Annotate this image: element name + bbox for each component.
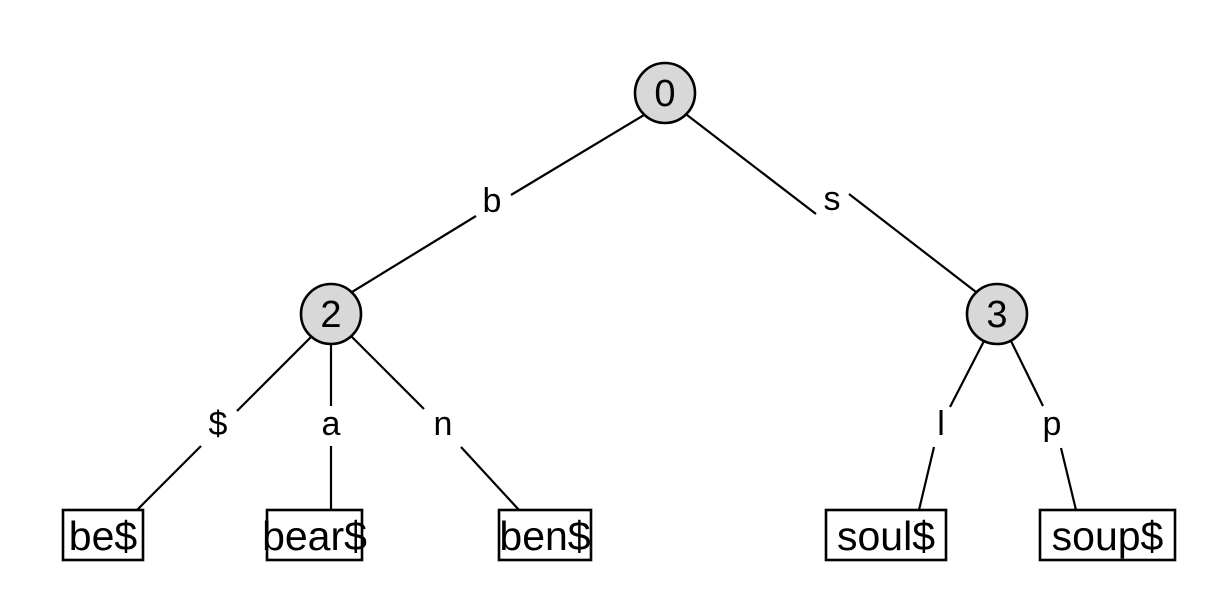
- edge-segment-upper: [351, 336, 425, 410]
- node-label: 0: [654, 73, 675, 115]
- edge-label: p: [1043, 405, 1062, 443]
- leaf-node[interactable]: bear$: [262, 508, 367, 562]
- leaf-label: bear$: [262, 513, 367, 559]
- tree-edge: [917, 340, 985, 511]
- tree-edge: [136, 336, 312, 511]
- tree-edge: [686, 114, 977, 293]
- edge-segment-lower: [460, 446, 520, 511]
- leaf-node[interactable]: soul$: [824, 508, 948, 562]
- internal-nodes-layer: 0 2 3: [299, 61, 1029, 346]
- edge-segment-lower: [848, 193, 977, 293]
- tree-edge: [351, 336, 520, 511]
- leaf-box[interactable]: [824, 508, 948, 562]
- edge-segment-upper: [949, 340, 985, 408]
- edge-segment-upper: [686, 114, 817, 215]
- edge-label: a: [322, 405, 341, 443]
- edge-segment-lower: [136, 445, 202, 511]
- node-circle[interactable]: [633, 61, 697, 125]
- node-label: 3: [986, 294, 1007, 336]
- internal-node[interactable]: 2: [299, 282, 363, 346]
- leaf-node[interactable]: soup$: [1038, 508, 1177, 562]
- edge-segment-lower: [351, 215, 477, 293]
- leaf-box[interactable]: [1038, 508, 1177, 562]
- leaf-nodes-layer: be$ bear$ ben$ soul$ soup$: [61, 508, 1177, 562]
- edge-labels-layer: b s $ a n l p: [209, 180, 1062, 443]
- edge-segment-lower: [917, 446, 936, 511]
- edge-label: b: [483, 182, 502, 220]
- leaf-label: soul$: [837, 513, 935, 559]
- leaf-node[interactable]: ben$: [497, 508, 593, 562]
- node-label: 2: [320, 294, 341, 336]
- edge-label: n: [434, 405, 453, 443]
- edge-label: s: [824, 180, 841, 218]
- tree-edge: [351, 114, 645, 293]
- leaf-label: be$: [69, 513, 138, 559]
- edge-segment-upper: [1010, 340, 1044, 407]
- edges-layer: [136, 114, 1078, 511]
- internal-node[interactable]: 0: [633, 61, 697, 125]
- edge-label: l: [937, 405, 945, 443]
- tree-edge: [1010, 340, 1078, 511]
- leaf-label: ben$: [499, 513, 590, 559]
- internal-node[interactable]: 3: [965, 282, 1029, 346]
- leaf-box[interactable]: [61, 508, 145, 562]
- edge-segment-upper: [236, 336, 312, 412]
- leaf-node[interactable]: be$: [61, 508, 145, 562]
- leaf-box[interactable]: [265, 508, 364, 562]
- edge-label: $: [209, 405, 228, 443]
- node-circle[interactable]: [965, 282, 1029, 346]
- leaf-box[interactable]: [497, 508, 593, 562]
- node-circle[interactable]: [299, 282, 363, 346]
- edge-segment-upper: [510, 114, 645, 196]
- leaf-label: soup$: [1052, 513, 1164, 559]
- edge-segment-lower: [1059, 447, 1078, 511]
